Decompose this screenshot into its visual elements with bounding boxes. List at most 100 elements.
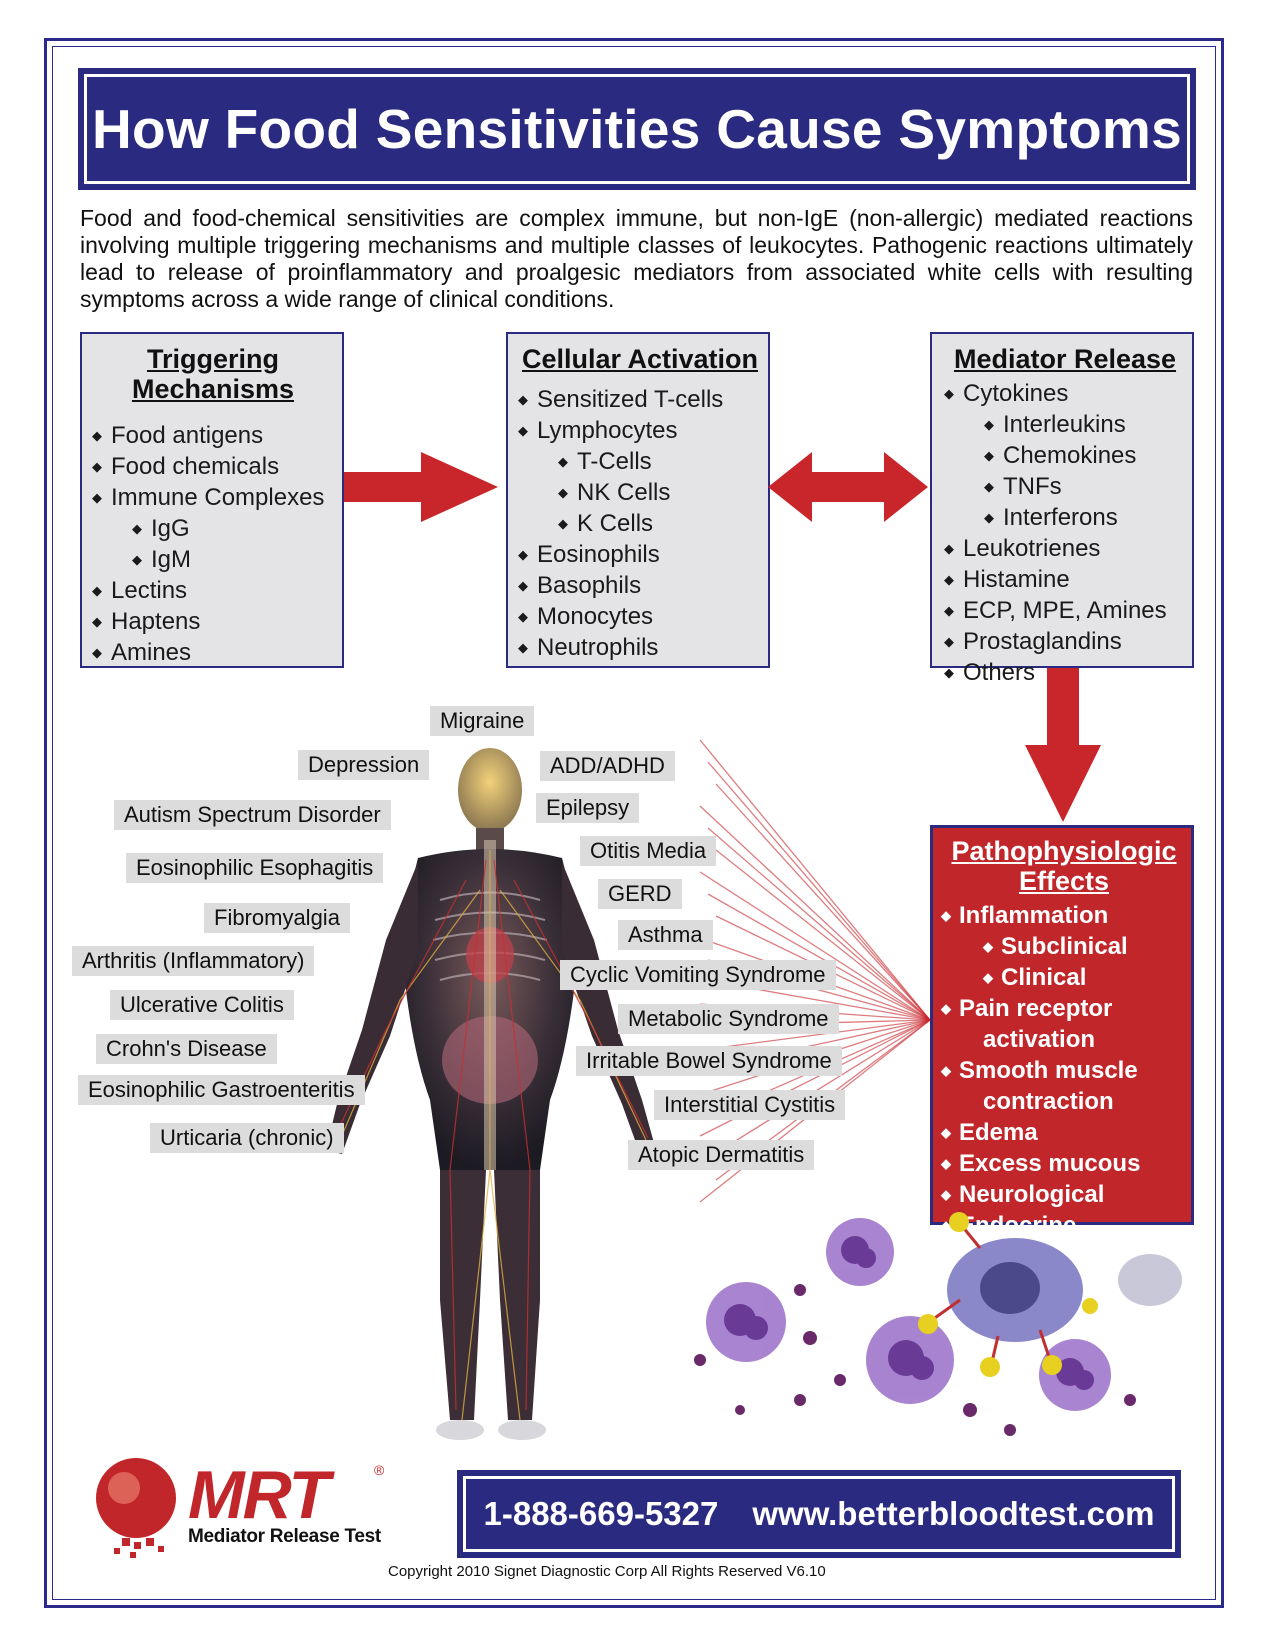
condition-label-left: Crohn's Disease: [96, 1034, 277, 1064]
mediator-item: Leukotrienes: [944, 535, 1186, 566]
condition-label-left: Depression: [298, 750, 430, 780]
mediator-item: Histamine: [944, 566, 1186, 597]
cellular-item: Monocytes: [518, 603, 762, 634]
triggering-item: Lectins: [92, 577, 334, 608]
patho-item: activation: [983, 1026, 1096, 1053]
radiating-line: [707, 1019, 931, 1159]
logo-registered-mark: ®: [374, 1462, 385, 1478]
condition-label-right: Asthma: [618, 920, 713, 950]
radiating-line: [707, 827, 931, 1021]
triggering-item: IgM: [92, 546, 334, 577]
mediator-item: Interleukins: [944, 411, 1186, 442]
page-frame-inner: [52, 46, 1216, 1600]
mediator-item: Prostaglandins: [944, 628, 1186, 659]
mediator-item: TNFs: [944, 473, 1186, 504]
radiating-line: [699, 739, 931, 1021]
patho-item: Edema: [941, 1119, 1187, 1150]
radiating-line: [699, 805, 931, 1021]
logo-subtitle: Mediator Release Test: [188, 1526, 381, 1547]
leukocyte-cells-illustration: [694, 1212, 1182, 1436]
patho-item: Clinical: [941, 964, 1187, 995]
condition-label-right: Otitis Media: [580, 836, 717, 866]
radiating-line: [715, 783, 931, 1021]
cellular-item: T-Cells: [518, 448, 762, 479]
arrow-double-icon: [768, 452, 928, 522]
title-banner-inner: How Food Sensitivities Cause Symptoms: [84, 74, 1190, 184]
patho-item: Subclinical: [941, 933, 1187, 964]
condition-label-left: Autism Spectrum Disorder: [114, 800, 391, 830]
mediator-item: Cytokines: [944, 380, 1186, 411]
patho-heading-line2: Effects: [1018, 866, 1110, 896]
cellular-item: K Cells: [518, 510, 762, 541]
condition-label-left: Ulcerative Colitis: [110, 990, 294, 1020]
cellular-item: Neutrophils: [518, 634, 762, 665]
patho-list: InflammationSubclinicalClinicalPain rece…: [941, 902, 1187, 1243]
condition-label-right: ADD/ADHD: [540, 751, 675, 781]
condition-label-right: Irritable Bowel Syndrome: [576, 1046, 842, 1076]
condition-label-right: GERD: [598, 879, 682, 909]
page-title: How Food Sensitivities Cause Symptoms: [92, 98, 1182, 160]
title-banner: How Food Sensitivities Cause Symptoms: [78, 68, 1196, 190]
radiating-line: [715, 1019, 931, 1049]
condition-label-right: Cyclic Vomiting Syndrome: [560, 960, 836, 990]
condition-label-right: Metabolic Syndrome: [618, 1004, 839, 1034]
patho-item: Inflammation: [941, 902, 1187, 933]
patho-heading-line1: Pathophysiologic: [951, 836, 1177, 866]
contact-banner-inner: 1-888-669-5327 www.betterbloodtest.com: [463, 1476, 1175, 1552]
mediator-list: CytokinesInterleukinsChemokinesTNFsInter…: [944, 380, 1186, 690]
phone-number[interactable]: 1-888-669-5327: [483, 1495, 719, 1532]
arrow-right-icon: [344, 452, 498, 522]
page-frame-outer: [44, 38, 1224, 1608]
patho-heading: Pathophysiologic Effects: [941, 836, 1187, 896]
cellular-heading: Cellular Activation: [521, 344, 759, 374]
triggering-mechanisms-box: Triggering Mechanisms Food antigensFood …: [80, 332, 344, 668]
triggering-item: Amines: [92, 639, 334, 670]
cellular-item: Lymphocytes: [518, 417, 762, 448]
condition-label-right: Epilepsy: [536, 793, 640, 823]
cellular-item: Basophils: [518, 572, 762, 603]
triggering-item: Haptens: [92, 608, 334, 639]
radiating-line: [707, 761, 931, 1021]
radiating-line: [699, 871, 931, 1021]
patho-item: contraction: [983, 1088, 1114, 1115]
condition-label-left: Eosinophilic Esophagitis: [126, 853, 384, 883]
triggering-item: Immune Complexes: [92, 484, 334, 515]
mediator-item: Interferons: [944, 504, 1186, 535]
triggering-heading-line1: Triggering: [146, 344, 279, 374]
cellular-list: Sensitized T-cellsLymphocytesT-CellsNK C…: [518, 386, 762, 665]
cellular-activation-box: Cellular Activation Sensitized T-cellsLy…: [506, 332, 770, 668]
condition-label-left: Urticaria (chronic): [150, 1123, 344, 1153]
mediator-item: Others: [944, 659, 1186, 690]
mediator-item: ECP, MPE, Amines: [944, 597, 1186, 628]
mediator-heading: Mediator Release: [953, 344, 1177, 374]
condition-label-left: Fibromyalgia: [204, 903, 350, 933]
condition-label-left: Arthritis (Inflammatory): [72, 946, 315, 976]
intro-paragraph: Food and food-chemical sensitivities are…: [80, 205, 1193, 312]
cellular-item: Sensitized T-cells: [518, 386, 762, 417]
logo-wordmark: MRT: [188, 1457, 330, 1533]
condition-label-right: Atopic Dermatitis: [628, 1140, 815, 1170]
mediator-item: Chemokines: [944, 442, 1186, 473]
copyright-notice: Copyright 2010 Signet Diagnostic Corp Al…: [388, 1563, 826, 1580]
condition-label-right: Interstitial Cystitis: [654, 1090, 846, 1120]
triggering-item: Food antigens: [92, 422, 334, 453]
cellular-item: NK Cells: [518, 479, 762, 510]
website-link[interactable]: www.betterbloodtest.com: [752, 1495, 1155, 1532]
triggering-item: IgG: [92, 515, 334, 546]
condition-label-top: Migraine: [430, 706, 535, 736]
triggering-list: Food antigensFood chemicalsImmune Comple…: [92, 422, 334, 670]
cellular-item: Eosinophils: [518, 541, 762, 572]
radiating-line: [715, 849, 931, 1021]
mrt-logo-icon: [96, 1458, 176, 1558]
mediator-release-box: Mediator Release CytokinesInterleukinsCh…: [930, 332, 1194, 686]
triggering-heading: Triggering Mechanisms: [92, 344, 334, 404]
triggering-heading-line2: Mechanisms: [131, 374, 295, 404]
condition-label-left: Eosinophilic Gastroenteritis: [78, 1075, 365, 1105]
patho-item: Smooth muscle: [941, 1057, 1187, 1088]
radiating-line: [707, 893, 931, 1021]
arrow-down-icon: [1025, 668, 1101, 822]
pathophysiologic-effects-box: Pathophysiologic Effects InflammationSub…: [930, 825, 1194, 1239]
contact-banner: 1-888-669-5327 www.betterbloodtest.com: [457, 1470, 1181, 1558]
patho-item: Neurological: [941, 1181, 1187, 1212]
